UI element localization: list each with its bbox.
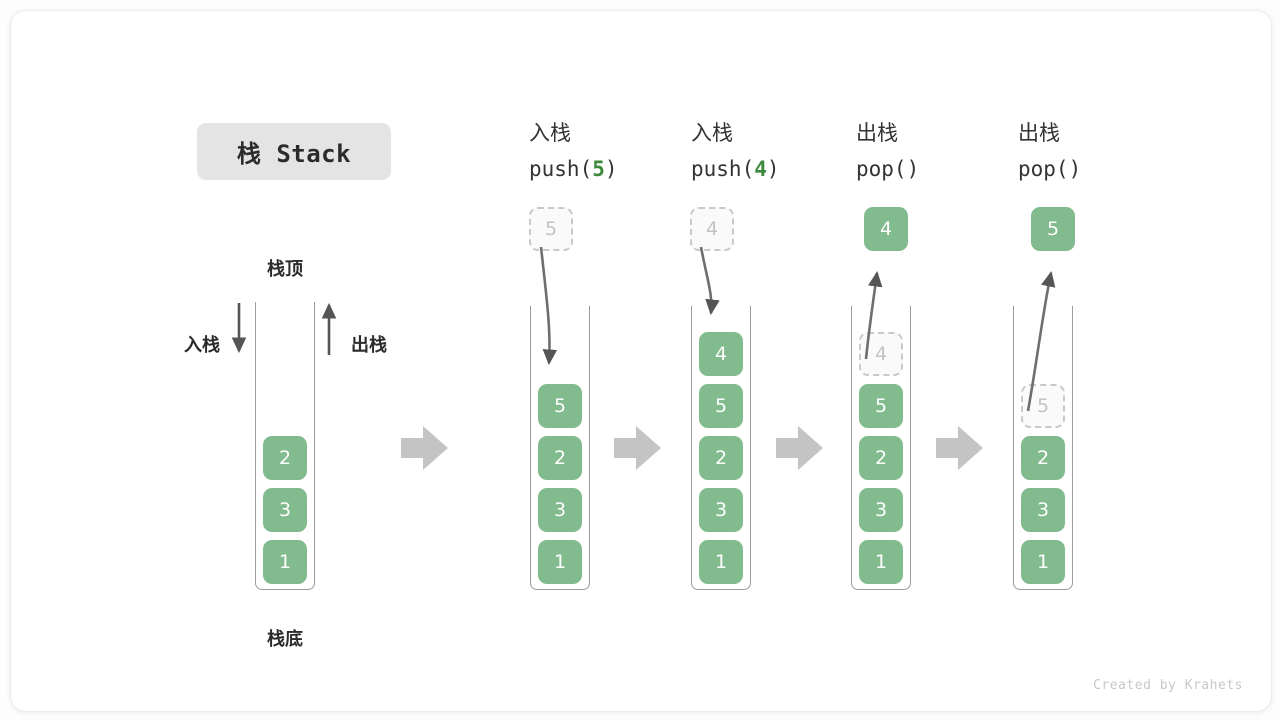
code-tail: ): [604, 157, 618, 181]
stage-caption-line2: pop(): [856, 151, 919, 187]
stack-cell: 3: [263, 488, 307, 532]
stack-cell: 3: [538, 488, 582, 532]
stack-top-label: 栈顶: [267, 259, 303, 280]
stage-caption-pop-5: 出栈 pop(): [1018, 115, 1081, 187]
transition-arrow-icon: [614, 426, 661, 470]
arrow-overlay: [231, 246, 1056, 470]
code-tail: ): [906, 157, 920, 181]
stack-cell: 5: [859, 384, 903, 428]
push-motion-arrow-4-icon: [699, 246, 720, 316]
stack-cell: 1: [1021, 540, 1065, 584]
stack-cell: 3: [1021, 488, 1065, 532]
floating-cell-popped: 5: [1031, 207, 1075, 251]
stack-cell-ghost: 4: [859, 332, 903, 376]
stage-caption-line2: push(5): [529, 151, 618, 187]
stage-caption-line1: 入栈: [691, 121, 733, 145]
stack-cell: 5: [538, 384, 582, 428]
stage-caption-line2: push(4): [691, 151, 780, 187]
stack-container-pop-4: [851, 306, 911, 590]
stage-caption-pop-4: 出栈 pop(): [856, 115, 919, 187]
transition-arrow-icon: [776, 426, 823, 470]
stack-cell: 2: [263, 436, 307, 480]
code-tail: ): [1068, 157, 1082, 181]
code-tail: ): [766, 157, 780, 181]
stage-caption-line1: 出栈: [1018, 121, 1060, 145]
stage-caption-line1: 出栈: [856, 121, 898, 145]
stack-cell: 4: [699, 332, 743, 376]
stage-caption-line1: 入栈: [529, 121, 571, 145]
stack-cell: 2: [538, 436, 582, 480]
floating-cell-popped: 4: [864, 207, 908, 251]
pop-direction-label: 出栈: [351, 335, 387, 356]
stack-cell: 1: [699, 540, 743, 584]
push-direction-label: 入栈: [184, 335, 220, 356]
stage-caption-push-4: 入栈 push(4): [691, 115, 780, 187]
stack-container-push-5: [530, 306, 590, 590]
code-arg: 4: [754, 157, 767, 181]
code-fn: pop(: [1018, 157, 1069, 181]
code-fn: push(: [529, 157, 593, 181]
stack-cell: 3: [699, 488, 743, 532]
figure-card: 栈 Stack 栈顶 入栈 出栈 2 3 1 栈底 入栈 push(5) 5 5…: [10, 10, 1272, 712]
transition-arrow-icon: [401, 426, 448, 470]
transition-arrow-icon: [936, 426, 983, 470]
stack-bottom-label: 栈底: [267, 629, 303, 650]
stack-container-initial: [255, 302, 315, 590]
credit-label: Created by Krahets: [1093, 678, 1243, 693]
stack-cell: 2: [1021, 436, 1065, 480]
stack-cell: 1: [538, 540, 582, 584]
stack-cell: 5: [699, 384, 743, 428]
stack-container-push-4: [691, 306, 751, 590]
stack-cell-ghost: 5: [1021, 384, 1065, 428]
code-fn: pop(: [856, 157, 907, 181]
code-fn: push(: [691, 157, 755, 181]
stage-caption-line2: pop(): [1018, 151, 1081, 187]
stack-cell: 3: [859, 488, 903, 532]
title-badge: 栈 Stack: [197, 123, 391, 180]
code-arg: 5: [592, 157, 605, 181]
floating-cell-ghost: 5: [529, 207, 573, 251]
floating-cell-ghost: 4: [690, 207, 734, 251]
stage-caption-push-5: 入栈 push(5): [529, 115, 618, 187]
stack-container-pop-5: [1013, 306, 1073, 590]
stack-cell: 2: [699, 436, 743, 480]
stack-cell: 2: [859, 436, 903, 480]
stack-cell: 1: [263, 540, 307, 584]
stack-cell: 1: [859, 540, 903, 584]
